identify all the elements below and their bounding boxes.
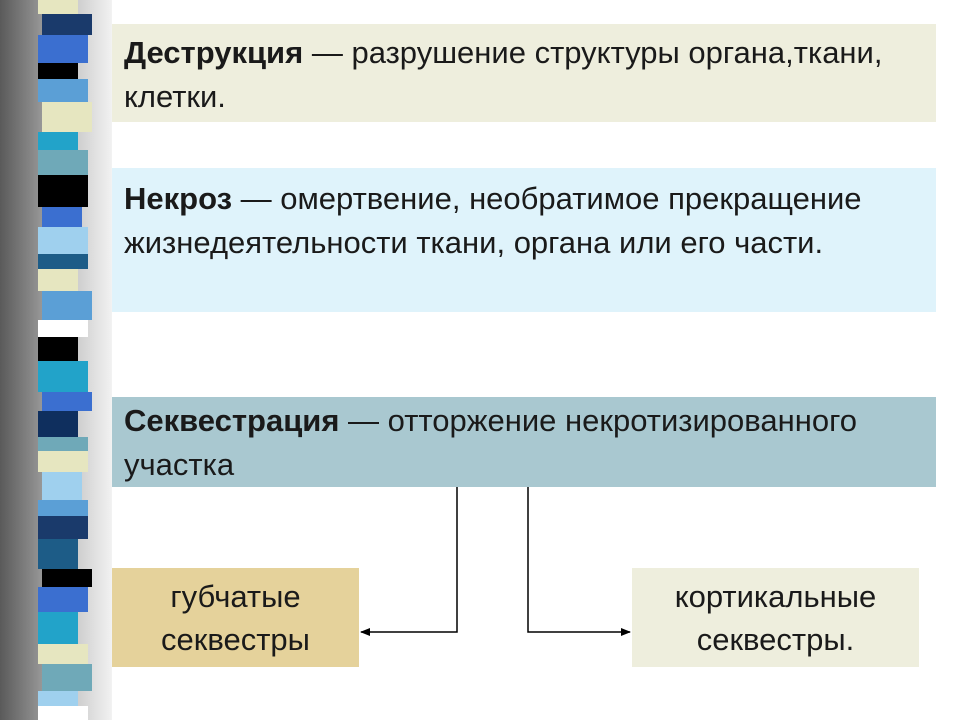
stripe-segment xyxy=(42,664,92,691)
dash-necrosis: — xyxy=(232,181,281,216)
stripe-segment xyxy=(38,644,88,664)
text-necrosis: омертвение, необратимое прекращение жизн… xyxy=(124,181,862,260)
stripe-segment xyxy=(38,411,78,437)
text-destruction: разрушение структуры органа,ткани, клетк… xyxy=(124,35,883,114)
stripe-segment xyxy=(38,361,88,392)
stripe-segment xyxy=(38,63,78,79)
stripe-segment xyxy=(38,269,78,291)
arrow-to-cortical xyxy=(527,487,631,636)
stripe-segment xyxy=(42,392,92,411)
dash-destruction: — xyxy=(303,35,352,70)
stripe-segment xyxy=(38,132,78,150)
stripe-segment xyxy=(38,337,78,361)
cortical-line-2: секвестры. xyxy=(696,621,855,657)
stripe-segment xyxy=(38,254,88,269)
stripe-segment xyxy=(38,437,88,451)
stripe-segment xyxy=(38,516,88,539)
stripe-segment xyxy=(38,612,78,644)
definition-necrosis: Некроз — омертвение, необратимое прекращ… xyxy=(112,168,936,312)
term-necrosis: Некроз xyxy=(124,181,233,216)
stripe-segment xyxy=(38,691,78,706)
spongy-line-2: секвестры xyxy=(161,621,310,657)
stripe-segment xyxy=(42,102,92,132)
dash-sequestration: — xyxy=(339,403,388,438)
definition-sequestration: Секвестрация — отторжение некротизирован… xyxy=(112,397,936,487)
stripe-segment xyxy=(38,79,88,102)
stripe-segment xyxy=(38,320,88,337)
stripe-segment xyxy=(38,0,78,14)
stripe-segment xyxy=(38,175,88,207)
stripe-segment xyxy=(38,706,88,720)
definition-destruction: Деструкция — разрушение структуры органа… xyxy=(112,24,936,122)
stripe-segment xyxy=(42,14,92,35)
spongy-line-1: губчатые xyxy=(170,578,301,614)
stripe-segment xyxy=(38,587,88,612)
stripe-segment xyxy=(38,451,88,472)
stripe-segment xyxy=(38,539,78,569)
term-destruction: Деструкция xyxy=(124,35,304,70)
cortical-sequesters-box: кортикальные секвестры. xyxy=(632,568,919,667)
stripe-segment xyxy=(42,569,92,587)
decorative-stripe-column xyxy=(38,0,92,720)
text-sequestration: отторжение некротизированного участка xyxy=(124,403,857,482)
stripe-segment xyxy=(42,291,92,320)
stripe-segment xyxy=(42,472,82,500)
cortical-line-1: кортикальные xyxy=(674,578,877,614)
term-sequestration: Секвестрация xyxy=(124,403,340,438)
stripe-segment xyxy=(38,150,88,175)
stripe-segment xyxy=(38,227,88,254)
arrow-to-spongy xyxy=(360,487,458,636)
stripe-segment xyxy=(42,207,82,227)
spongy-sequesters-box: губчатые секвестры xyxy=(112,568,359,667)
stripe-segment xyxy=(38,500,88,516)
stripe-segment xyxy=(38,35,88,63)
